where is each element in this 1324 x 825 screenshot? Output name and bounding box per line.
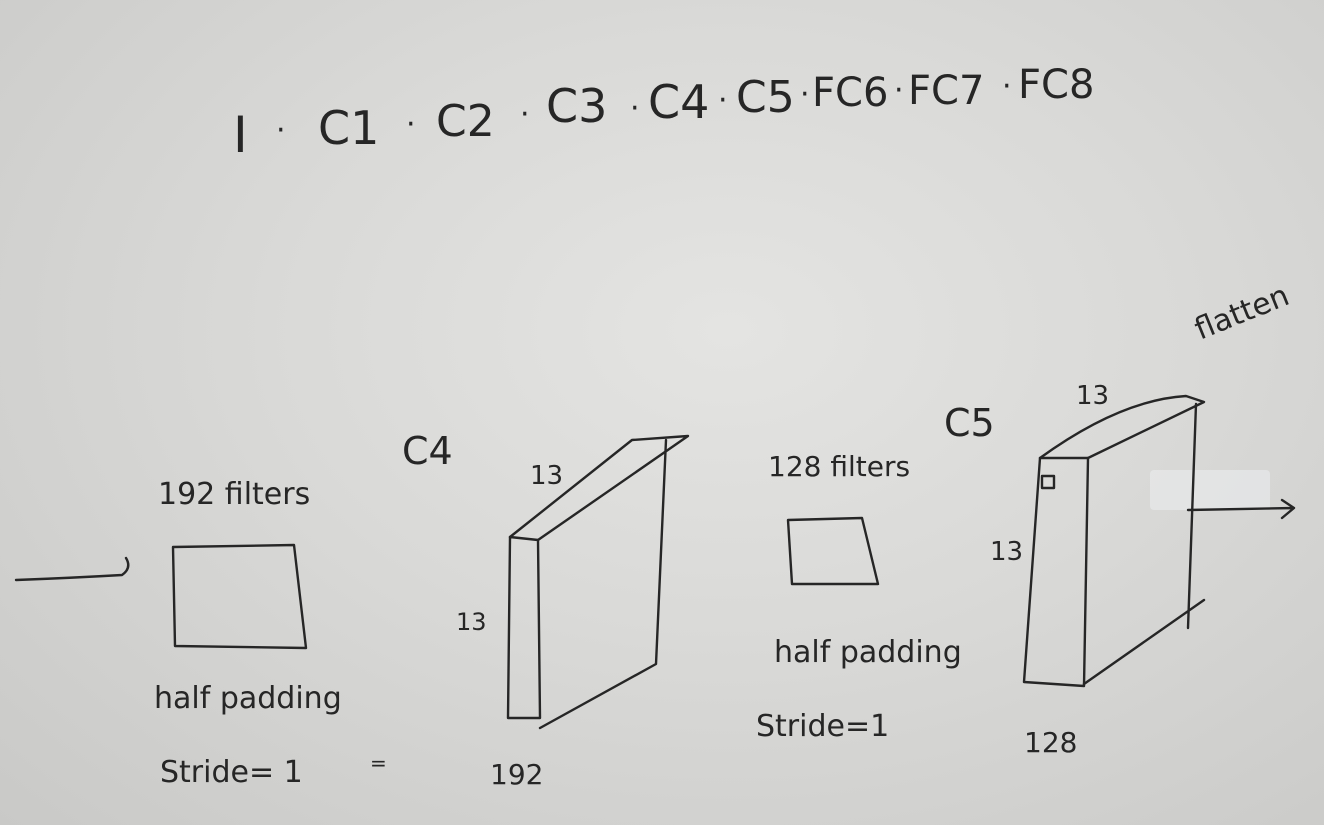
flatten-arrow — [1186, 498, 1296, 520]
c5-small-kernel — [1040, 474, 1056, 490]
c4-filter-square — [171, 543, 308, 650]
c5-top-face — [1038, 394, 1206, 460]
pipeline-separator: · — [894, 73, 904, 108]
c5-filter-group: 128 filters half padding Stride=1 — [756, 450, 962, 744]
c4-side-face — [538, 438, 668, 730]
pipeline-item: I — [233, 106, 248, 164]
whiteboard-glare — [1150, 470, 1270, 510]
pipeline-separator: · — [800, 77, 810, 112]
pipeline-separator: · — [276, 113, 286, 148]
c4-height-label: 13 — [456, 608, 487, 636]
pipeline-separator: · — [630, 91, 640, 126]
pipeline-item: C3 — [546, 79, 607, 133]
c4-stride-label: Stride= 1 — [160, 755, 303, 790]
c5-stride-label: Stride=1 — [756, 709, 889, 744]
c4-front-face — [506, 535, 542, 720]
stray-mark: = — [370, 751, 387, 775]
pipeline-separator: · — [718, 83, 728, 118]
pipeline-item: C1 — [318, 101, 379, 155]
c5-volume-name: C5 — [944, 401, 995, 445]
c5-volume-group: C5 13 13 128 flatten — [944, 278, 1296, 759]
c5-padding-label: half padding — [774, 635, 962, 670]
c5-side-face — [1082, 402, 1206, 686]
c4-volume-name: C4 — [402, 429, 453, 473]
input-arrow — [14, 556, 130, 582]
c4-padding-label: half padding — [154, 681, 342, 716]
pipeline-item: FC6 — [812, 70, 888, 116]
pipeline-item: C4 — [648, 75, 709, 129]
c5-height-label: 13 — [990, 537, 1023, 567]
pipeline-item: FC8 — [1018, 62, 1094, 108]
c4-width-label: 13 — [530, 461, 563, 491]
pipeline-item: FC7 — [908, 68, 984, 114]
pipeline-separator: · — [1002, 69, 1012, 104]
pipeline-separator: · — [406, 107, 416, 142]
c5-width-label: 13 — [1076, 381, 1109, 411]
pipeline-item: C5 — [736, 72, 795, 123]
c4-filter-label: 192 filters — [158, 477, 310, 512]
c5-front-face — [1022, 456, 1090, 688]
pipeline-separator: · — [520, 97, 530, 132]
c4-depth-label: 192 — [490, 758, 543, 791]
pipeline-header: I · C1 · C2 · C3 · C4 · C5 · FC6 · FC7 ·… — [233, 62, 1094, 164]
flatten-label: flatten — [1190, 278, 1294, 347]
c4-top-face — [508, 434, 690, 542]
c4-filter-group: 192 filters half padding Stride= 1 = — [14, 477, 387, 790]
c5-filter-square — [786, 516, 880, 586]
c5-filter-label: 128 filters — [768, 450, 910, 483]
c5-depth-label: 128 — [1024, 726, 1077, 759]
c4-volume-group: C4 13 13 192 — [402, 429, 690, 791]
pipeline-item: C2 — [436, 96, 495, 147]
